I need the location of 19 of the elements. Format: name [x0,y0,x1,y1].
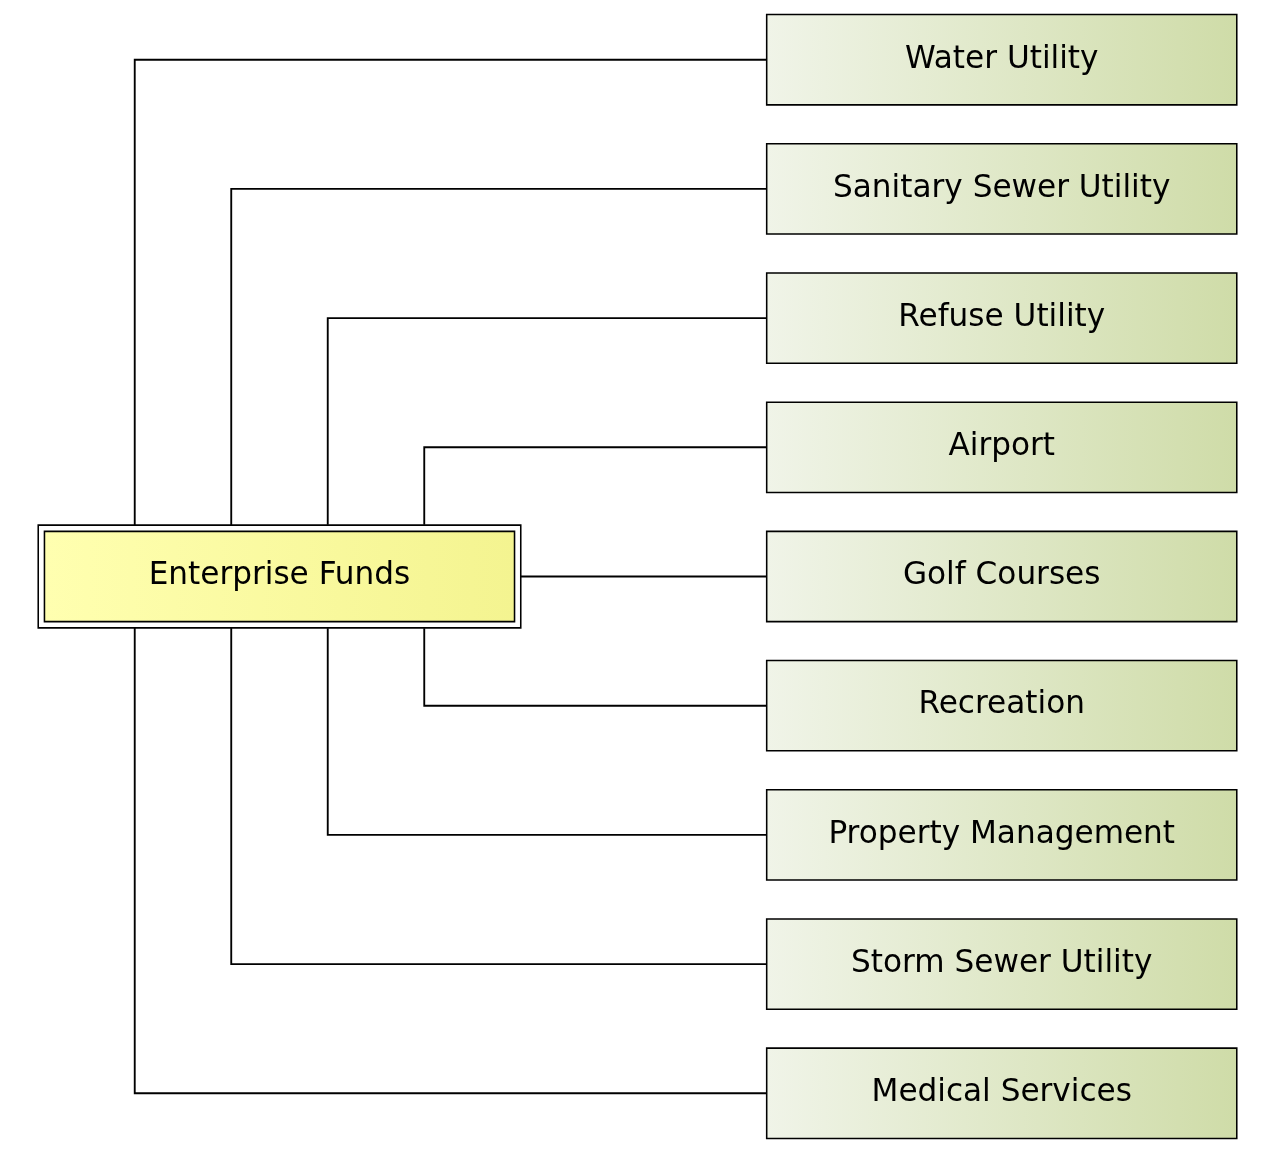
connector [326,317,767,526]
node-box: Water Utility [765,13,1238,106]
connector [229,188,767,526]
connector [326,627,767,836]
node-box: Airport [765,401,1238,494]
node-box: Storm Sewer Utility [765,918,1238,1010]
connector [133,627,767,1095]
node-box: Medical Services [765,1047,1238,1140]
connector [519,575,768,578]
node-box: Property Management [765,788,1238,881]
node-box: Recreation [765,659,1238,752]
node-box: Refuse Utility [765,272,1238,365]
connector [229,627,767,965]
connector [422,446,767,526]
node-box: Sanitary Sewer Utility [765,143,1238,235]
node-box: Golf Courses [765,530,1238,623]
node-box: Enterprise Funds [36,524,522,629]
connector [422,627,767,707]
connector [133,58,767,526]
